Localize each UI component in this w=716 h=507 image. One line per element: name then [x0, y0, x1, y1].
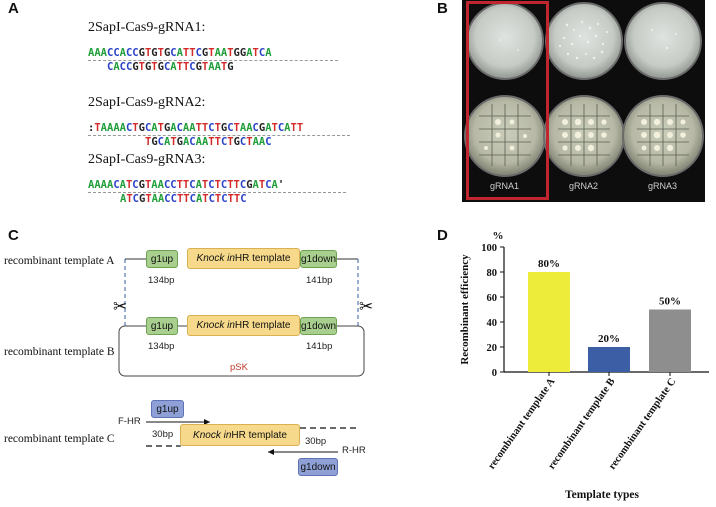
- template-a-141bp: 141bp: [306, 275, 333, 286]
- y-tick-label-4: 80: [487, 268, 498, 279]
- data-label-1: 20%: [598, 333, 620, 345]
- template-b-134bp: 134bp: [148, 341, 175, 352]
- scissors-right-icon: ✂: [359, 297, 374, 317]
- petri-dish-illustration: [464, 2, 704, 177]
- panel-c-label: C: [8, 227, 19, 244]
- gRNA1-bottom-seq: CACCGTGTGCATTCGTAATG: [107, 61, 234, 73]
- y-axis-title: Recombinant efficiency: [459, 254, 471, 365]
- template-b-141bp: 141bp: [306, 341, 333, 352]
- y-unit-label: %: [493, 230, 504, 242]
- template-a-g1up-box: g1up: [146, 250, 178, 268]
- gRNA1-top-seq: AAACCACCGTGTGCATTCGTAATGGATCA: [88, 47, 272, 59]
- gRNA1-block: 2SapI-Cas9-gRNA1: AAACCACCGTGTGCATTCGTAA…: [88, 20, 338, 73]
- gRNA2-block: 2SapI-Cas9-gRNA2: :TAAAACTGCATGACAATTCTG…: [88, 95, 350, 148]
- template-c-30bp-right: 30bp: [305, 436, 327, 447]
- x-tick-label-1: recombinant template B: [546, 376, 617, 471]
- gRNA1-highlight-box: [466, 1, 549, 200]
- gRNA2-dash: [88, 135, 350, 136]
- petri-dish-photo: gRNA1 gRNA2 gRNA3: [462, 0, 705, 202]
- psk-backbone-label: pSK: [230, 362, 248, 373]
- template-c-g1down-box: g1down: [298, 458, 338, 476]
- template-b-hr-box: Knock in HR template: [187, 315, 300, 336]
- template-a-knockin-text: Knock in: [196, 253, 235, 264]
- dish-label-gRNA2: gRNA2: [569, 181, 599, 191]
- template-b-g1up-box: g1up: [146, 317, 178, 335]
- template-a-g1down-box: g1down: [300, 250, 337, 268]
- x-axis-title: Template types: [565, 489, 640, 501]
- gRNA1-title: 2SapI-Cas9-gRNA1:: [88, 20, 206, 35]
- template-c-hr-text: HR template: [231, 429, 287, 441]
- panel-a-label: A: [8, 0, 19, 17]
- gRNA1-dash: [88, 60, 338, 61]
- x-tick-label-2: recombinant template C: [607, 376, 678, 471]
- template-c-30bp-left: 30bp: [152, 429, 174, 440]
- scissors-left-icon: ✂: [113, 297, 128, 317]
- f-hr-label: F-HR: [118, 416, 141, 427]
- panel-d-label: D: [437, 227, 448, 244]
- y-tick-label-0: 0: [492, 368, 497, 379]
- y-tick-label-2: 40: [487, 318, 498, 329]
- template-b-g1down-box: g1down: [300, 317, 337, 335]
- bar-2: [649, 309, 691, 372]
- x-tick-label-0: recombinant template A: [486, 376, 557, 471]
- template-a-label: recombinant template A: [4, 255, 115, 267]
- gRNA3-bottom-seq: ATCGTAACCTTCATCTCTTC: [120, 193, 247, 205]
- r-hr-label: R-HR: [342, 445, 366, 456]
- template-a-hr-box: Knock in HR template: [187, 248, 300, 269]
- y-tick-label-3: 60: [487, 293, 498, 304]
- data-label-0: 80%: [538, 258, 560, 270]
- bar-0: [528, 272, 570, 372]
- gRNA3-title: 2SapI-Cas9-gRNA3:: [88, 152, 206, 167]
- y-tick-label-5: 100: [481, 243, 497, 254]
- template-c-label: recombinant template C: [4, 433, 115, 445]
- template-b-label: recombinant template B: [4, 346, 115, 358]
- gRNA3-top-seq: AAAACATCGTAACCTTCATCTCTTCGATCA': [88, 179, 285, 191]
- template-c-hr-box: Knock in HR template: [180, 424, 300, 446]
- gRNA2-bottom-seq: TGCATGACAATTCTGCTAAC: [145, 136, 272, 148]
- panel-b-label: B: [437, 0, 448, 17]
- gRNA3-dash: [88, 192, 346, 193]
- bar-1: [588, 347, 630, 372]
- template-b-hr-text: HR template: [234, 320, 291, 331]
- gRNA2-top-seq: :TAAAACTGCATGACAATTCTGCTAACGATCATT: [88, 122, 304, 134]
- template-c-knockin-text: Knock in: [193, 429, 232, 441]
- dish-label-gRNA3: gRNA3: [648, 181, 678, 191]
- template-c-g1up-box: g1up: [151, 400, 184, 418]
- template-a-134bp: 134bp: [148, 275, 175, 286]
- gRNA3-block: 2SapI-Cas9-gRNA3: AAAACATCGTAACCTTCATCTC…: [88, 152, 346, 205]
- dish-label-gRNA1: gRNA1: [490, 181, 520, 191]
- data-label-2: 50%: [659, 296, 681, 308]
- gRNA2-title: 2SapI-Cas9-gRNA2:: [88, 95, 206, 110]
- y-tick-label-1: 20: [487, 343, 498, 354]
- template-a-hr-text: HR template: [234, 253, 291, 264]
- template-b-knockin-text: Knock in: [196, 320, 235, 331]
